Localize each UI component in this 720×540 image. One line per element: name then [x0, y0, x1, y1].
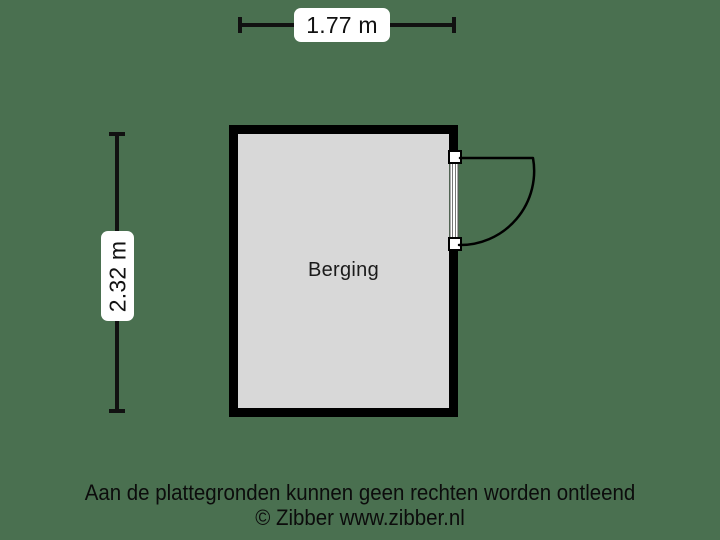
dimension-label-height: 2.32 m: [101, 231, 134, 321]
footer-copyright-line: © Zibber www.zibber.nl: [255, 505, 465, 530]
footer-disclaimer-line: Aan de plattegronden kunnen geen rechten…: [84, 480, 636, 505]
dimension-label-width-text: 1.77 m: [306, 11, 378, 38]
door-swing-arc: [457, 156, 536, 247]
room-label-berging: Berging: [307, 259, 380, 281]
door-opening: [448, 150, 462, 251]
footer-disclaimer: Aan de plattegronden kunnen geen rechten…: [0, 480, 720, 530]
dimension-label-height-text: 2.32 m: [104, 240, 131, 312]
dimension-label-width: 1.77 m: [294, 8, 390, 42]
room-berging-shape: [229, 125, 458, 417]
